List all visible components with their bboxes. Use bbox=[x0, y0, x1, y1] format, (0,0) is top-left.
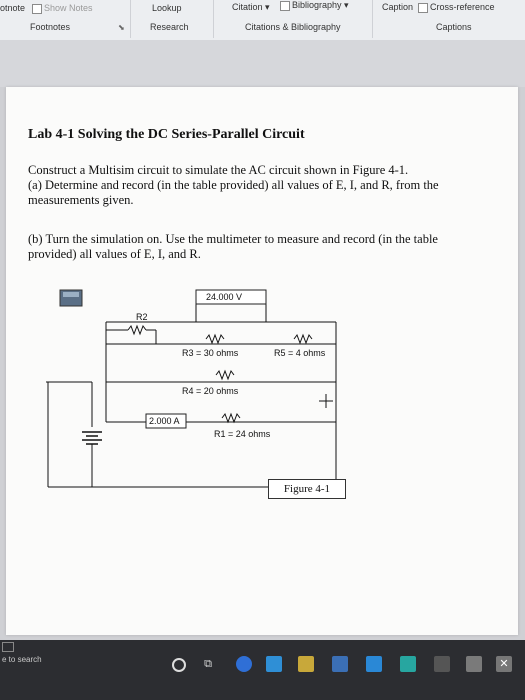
move-cursor-icon bbox=[319, 394, 333, 408]
document-heading: Lab 4-1 Solving the DC Series-Parallel C… bbox=[28, 127, 305, 142]
chevron-down-icon: ▾ bbox=[265, 2, 270, 12]
word-ribbon: otnote Show Notes Footnotes ⬊ Lookup Res… bbox=[0, 0, 525, 41]
store-icon[interactable] bbox=[366, 656, 382, 672]
footnotes-dialog-launcher-icon[interactable]: ⬊ bbox=[118, 23, 125, 32]
task-view-icon[interactable] bbox=[2, 642, 14, 652]
file-explorer-icon[interactable] bbox=[298, 656, 314, 672]
lookup-button[interactable]: Lookup bbox=[152, 3, 182, 13]
chrome-icon[interactable] bbox=[236, 656, 252, 672]
paragraph-line: (b) Turn the simulation on. Use the mult… bbox=[28, 232, 438, 246]
r1-label: R1 = 24 ohms bbox=[214, 429, 271, 439]
insert-footnote-button[interactable]: otnote bbox=[0, 3, 26, 13]
paragraph-line: provided) all values of E, I, and R. bbox=[28, 247, 201, 261]
windows-taskbar: e to search ⧉ ✕ bbox=[0, 640, 525, 700]
citations-group-label: Citations & Bibliography bbox=[245, 22, 341, 32]
app-icon-4[interactable] bbox=[466, 656, 482, 672]
ribbon-separator bbox=[372, 0, 373, 38]
bibliography-button[interactable]: Bibliography ▾ bbox=[280, 0, 349, 11]
bibliography-icon bbox=[280, 0, 290, 11]
show-notes-button[interactable]: Show Notes bbox=[32, 3, 93, 14]
taskbar-search-input[interactable]: e to search bbox=[2, 655, 42, 664]
paragraph-line: (a) Determine and record (in the table p… bbox=[28, 178, 439, 192]
research-group-label: Research bbox=[150, 22, 189, 32]
r2-label: R2 bbox=[136, 312, 148, 322]
multimeter-icon bbox=[59, 289, 83, 307]
ammeter-reading: 2.000 A bbox=[145, 413, 187, 429]
paragraph-line: Construct a Multisim circuit to simulate… bbox=[28, 163, 409, 177]
citation-button[interactable]: Citation ▾ bbox=[232, 2, 270, 12]
chevron-down-icon: ▾ bbox=[344, 0, 349, 10]
r5-label: R5 = 4 ohms bbox=[274, 348, 326, 358]
document-page[interactable]: Lab 4-1 Solving the DC Series-Parallel C… bbox=[6, 87, 518, 635]
captions-group-label: Captions bbox=[436, 22, 472, 32]
insert-caption-button[interactable]: Caption bbox=[382, 2, 414, 12]
r3-label: R3 = 30 ohms bbox=[182, 348, 239, 358]
circuit-diagram: 24.000 V 2.000 A R2 R3 = 30 ohms R5 = 4 … bbox=[46, 289, 346, 488]
ribbon-separator bbox=[213, 0, 214, 38]
instruction-paragraph-a: Construct a Multisim circuit to simulate… bbox=[28, 163, 498, 208]
cortana-icon[interactable] bbox=[172, 658, 186, 672]
instruction-paragraph-b: (b) Turn the simulation on. Use the mult… bbox=[28, 232, 498, 262]
app-icon[interactable] bbox=[332, 656, 348, 672]
paragraph-line: measurements given. bbox=[28, 193, 134, 207]
app-icon-2[interactable] bbox=[400, 656, 416, 672]
voltmeter-value: 24.000 V bbox=[206, 292, 242, 302]
task-view-button-icon[interactable]: ⧉ bbox=[204, 658, 212, 670]
ribbon-separator bbox=[130, 0, 131, 38]
document-canvas-gap bbox=[0, 40, 525, 87]
ammeter-value: 2.000 A bbox=[149, 416, 180, 426]
r4-label: R4 = 20 ohms bbox=[182, 386, 239, 396]
footnotes-group-label: Footnotes bbox=[30, 22, 71, 32]
app-icon-3[interactable] bbox=[434, 656, 450, 672]
figure-caption: Figure 4-1 bbox=[268, 479, 346, 499]
show-notes-icon bbox=[32, 3, 42, 14]
cross-reference-icon bbox=[418, 2, 428, 13]
voltmeter-reading: 24.000 V bbox=[195, 289, 267, 305]
edge-icon[interactable] bbox=[266, 656, 282, 672]
xbox-icon[interactable]: ✕ bbox=[496, 656, 512, 672]
cross-reference-button[interactable]: Cross-reference bbox=[418, 2, 495, 13]
